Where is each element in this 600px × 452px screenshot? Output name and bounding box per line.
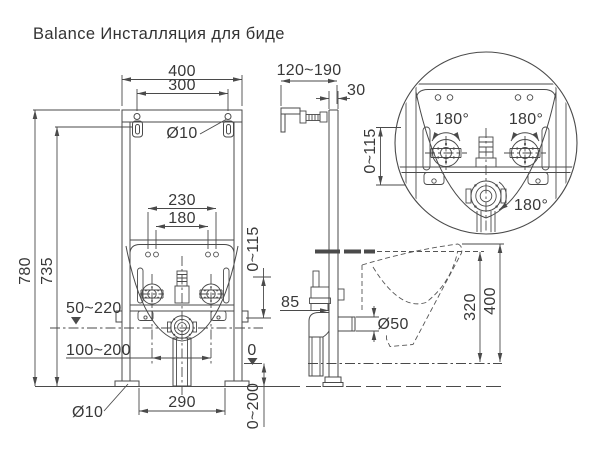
side-view: 85 Ø50 120~190 30 320 [277,62,504,387]
front-view: 400 300 Ø10 230 180 780 735 [17,63,271,429]
dim-label-400-side: 400 [482,287,499,315]
dim-label-d10-bottom: Ø10 [72,404,103,421]
level-marker [71,317,81,325]
dim-label-180: 180 [168,210,196,227]
callout-bolt-dia: Ø10 [166,119,227,142]
dim-wall-offset: 120~190 [277,62,342,106]
dim-label-300: 300 [168,77,196,94]
right-clamp [241,310,249,323]
dim-label-290: 290 [168,394,196,411]
dim-foot-spacing: 290 [138,388,226,415]
dim-label-d50: Ø50 [378,316,409,333]
outlet-hole [213,251,219,258]
detail-contents [398,60,574,233]
dim-label-0-115-front: 0~115 [245,226,262,271]
dim-holes-outer: 230 [147,192,217,249]
dim-label-50-220: 50~220 [66,300,122,317]
dim-label-780: 780 [17,257,34,285]
dim-label-85: 85 [281,294,299,311]
dim-label-735: 735 [39,257,56,285]
dim-label-400: 400 [168,63,196,80]
mounting-shelf [315,249,484,254]
wall-bracket [280,107,301,133]
dim-label-180deg-right: 180° [509,111,543,128]
bracket-slots [137,267,230,304]
drain-elbow [308,312,356,377]
dim-label-230: 230 [168,192,196,209]
dim-bracket-travel-detail: 0~115 [362,127,406,186]
dim-height-overall: 780 [17,109,120,386]
dim-label-320: 320 [462,293,479,321]
drain-outlet-pipe [337,316,356,332]
dim-rim-height: 400 [462,243,504,362]
tank-panel [129,239,235,258]
level-drain-range: 50~220 [50,300,263,329]
bowl-basin-curve [372,251,458,305]
left-clamp [115,310,123,323]
dim-label-0: 0 [247,342,256,359]
ground-lines [35,363,505,387]
supply-valve-side [309,270,345,311]
drain-rotation-arrow [498,181,508,211]
zero-level-marker: 0 [244,342,262,365]
outlet-hole [153,251,159,258]
dim-profile-depth: 30 [316,82,365,109]
centerlines [140,256,223,395]
dim-width-overall: 400 [121,63,243,106]
dim-label-180deg-drain: 180° [514,197,548,214]
page-title: Balance Инсталляция для биде [33,25,285,43]
dim-holes-inner: 180 [155,210,209,249]
detail-view: 180° 180° 180° 0~115 [362,51,578,235]
left-rotation-arrow [431,132,461,142]
dim-pipe-dia: Ø50 [356,306,409,342]
dim-label-120-190: 120~190 [277,62,342,79]
dim-shelf-height: 320 [462,252,483,362]
dim-label-180deg-left: 180° [435,111,469,128]
side-rail [322,109,344,387]
dim-label-d10-top: Ø10 [166,125,197,142]
dim-height-bolts: 735 [39,126,133,386]
outlet-hole [145,251,151,258]
wall-bracket-rod [299,110,328,124]
dim-supply-spacing: 100~200 [66,342,211,361]
dim-drain-offset: 85 [280,294,329,313]
dim-bracket-travel-front: 0~115 [245,226,271,319]
dim-label-30: 30 [347,82,365,99]
right-rotation-arrow [510,132,540,142]
top-mounting-bolts [132,113,234,138]
bidet-bowl-outline [361,243,463,347]
dim-label-0-115-detail: 0~115 [362,128,379,173]
outlet-hole [205,251,211,258]
dim-label-0-200: 0~200 [245,383,262,429]
dim-leg-extension: 0~200 [245,363,267,429]
detail-circle [394,51,578,235]
callout-foot-hole: Ø10 [72,383,129,421]
dim-label-100-200: 100~200 [66,342,131,359]
dim-bolt-spacing: 300 [136,77,229,111]
